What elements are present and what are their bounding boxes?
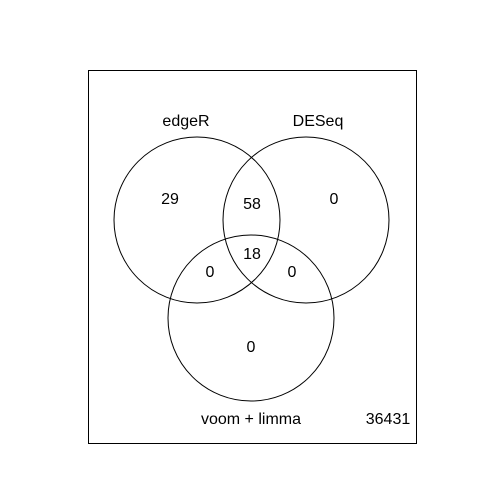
region-deseq-only: 0 [330, 191, 339, 208]
circle-edger [113, 136, 281, 304]
region-edger-deseq: 58 [243, 196, 261, 213]
circle-deseq [222, 136, 390, 304]
region-edger-voom: 0 [206, 264, 215, 281]
region-deseq-voom: 0 [288, 264, 297, 281]
set-label-deseq: DESeq [293, 113, 344, 130]
outside-count: 36431 [366, 411, 411, 428]
region-voom-only: 0 [247, 339, 256, 356]
universe-frame [88, 70, 417, 444]
region-all-three: 18 [243, 246, 261, 263]
circle-voom-limma [167, 234, 335, 402]
region-edger-only: 29 [161, 191, 179, 208]
set-label-edger: edgeR [162, 113, 209, 130]
set-label-voom-limma: voom + limma [201, 411, 301, 428]
